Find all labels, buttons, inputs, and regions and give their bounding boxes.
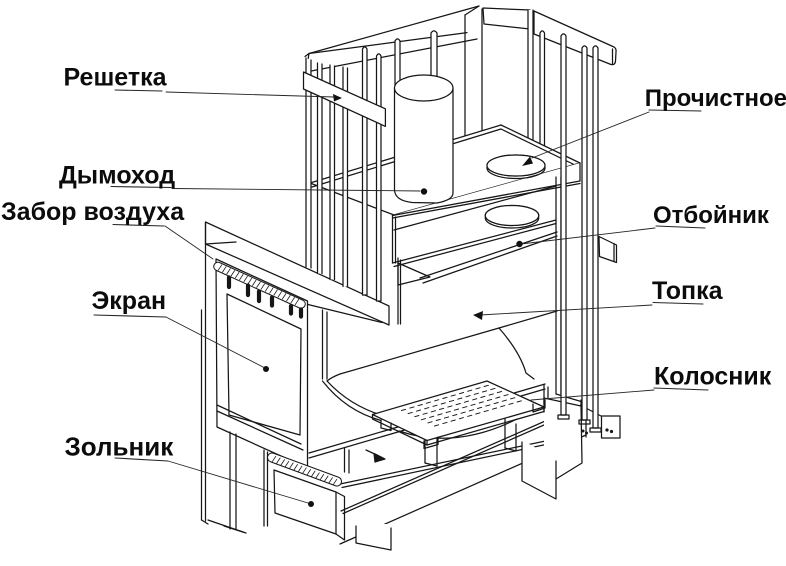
svg-text:Зольник: Зольник: [65, 432, 175, 462]
svg-text:Решетка: Решетка: [64, 64, 168, 92]
svg-text:Колосник: Колосник: [654, 363, 772, 391]
svg-text:Топка: Топка: [652, 277, 724, 305]
svg-text:Забор воздуха: Забор воздуха: [1, 198, 185, 226]
svg-text:Отбойник: Отбойник: [653, 202, 770, 229]
svg-text:Прочистное: Прочистное: [645, 85, 786, 112]
svg-text:Дымоход: Дымоход: [59, 162, 175, 190]
svg-text:Экран: Экран: [92, 287, 167, 315]
